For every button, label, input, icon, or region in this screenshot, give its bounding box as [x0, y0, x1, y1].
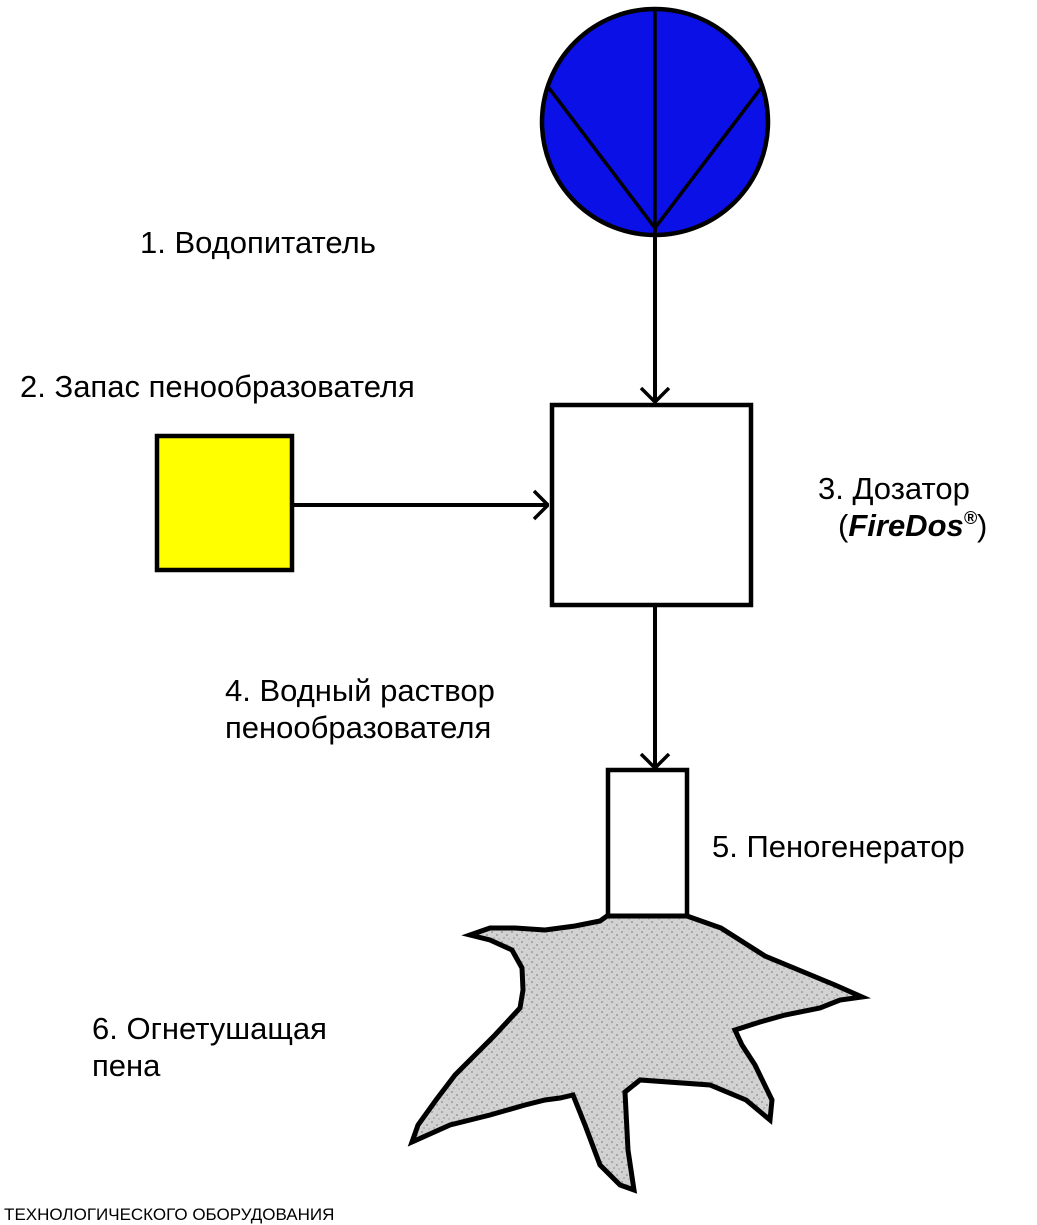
- water-source-icon: [542, 9, 768, 235]
- foam-label-line2: пена: [92, 1047, 327, 1084]
- concentrate-tank-icon: [157, 436, 292, 570]
- footer-caption: А ТЕХНОЛОГИЧЕСКОГО ОБОРУДОВАНИЯ: [0, 1205, 334, 1225]
- proportioner-label-line2: (FireDos®): [818, 507, 987, 544]
- proportioner-paren-close: ): [977, 508, 987, 543]
- concentrate-stock-label: 2. Запас пенообразователя: [20, 368, 415, 405]
- foam-label-line1: 6. Огнетушащая: [92, 1010, 327, 1047]
- solution-label: 4. Водный раствор пенообразователя: [225, 672, 495, 746]
- proportioner-label: 3. Дозатор (FireDos®): [818, 470, 987, 544]
- foam-generator-box: [608, 770, 687, 916]
- foam-splash-shape: [412, 916, 862, 1190]
- proportioner-registered-mark: ®: [964, 508, 977, 528]
- proportioner-box: [552, 405, 751, 605]
- solution-label-line1: 4. Водный раствор: [225, 672, 495, 709]
- water-source-label: 1. Водопитатель: [140, 224, 376, 261]
- proportioner-label-line1: 3. Дозатор: [818, 470, 987, 507]
- foam-label: 6. Огнетушащая пена: [92, 1010, 327, 1084]
- proportioner-paren-open: (: [838, 508, 848, 543]
- foam-generator-label: 5. Пеногенератор: [712, 828, 965, 865]
- proportioner-brand: FireDos: [848, 508, 963, 543]
- solution-label-line2: пенообразователя: [225, 709, 495, 746]
